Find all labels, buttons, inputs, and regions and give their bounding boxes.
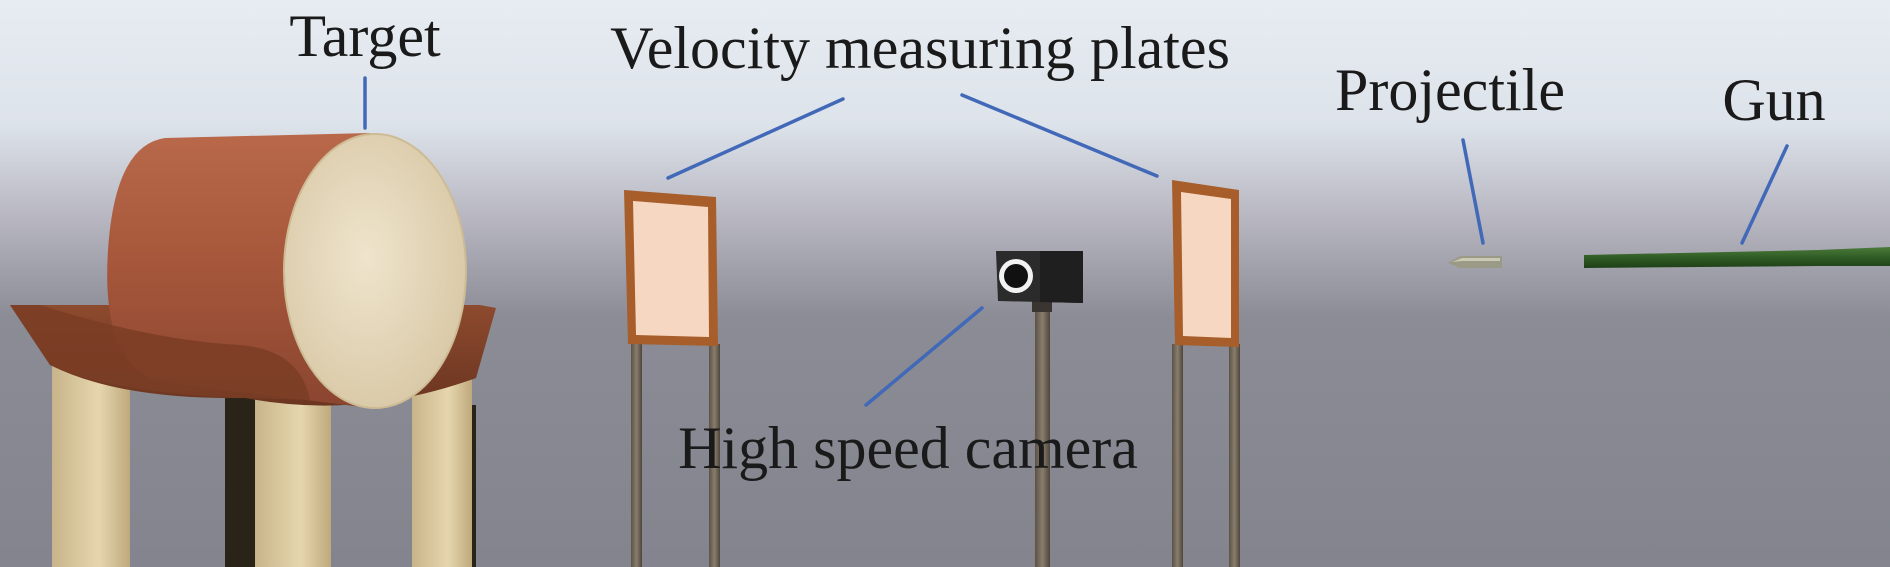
gun — [1584, 247, 1890, 268]
camera-label: High speed camera — [678, 415, 1138, 481]
velocity-plate-2 — [1172, 180, 1240, 567]
plate-1-leader-line — [666, 97, 845, 180]
camera-pole — [1035, 308, 1050, 567]
target-stand-leg — [412, 375, 472, 567]
velocity-plates-label: Velocity measuring plates — [610, 15, 1230, 81]
plate-pole — [631, 344, 642, 567]
gun-leader-line — [1740, 144, 1789, 245]
plate-pole — [1172, 344, 1183, 567]
plate-face — [633, 201, 709, 337]
camera-lens-inner — [1004, 264, 1028, 288]
plate-pole — [1229, 344, 1240, 567]
high-speed-camera — [996, 251, 1083, 567]
projectile-body-highlight — [1452, 258, 1500, 262]
target-stand-leg — [52, 360, 130, 567]
gun-label: Gun — [1722, 67, 1825, 133]
camera-body-side — [1040, 251, 1083, 303]
target-cradle-lip — [10, 305, 310, 400]
plate-face — [1181, 192, 1231, 338]
projectile — [1448, 256, 1502, 268]
projectile-leader-line — [1461, 138, 1485, 245]
gun-barrel — [1584, 247, 1890, 268]
target-assembly — [10, 133, 496, 567]
projectile-label: Projectile — [1335, 57, 1565, 123]
camera-leader-line — [864, 306, 984, 407]
plate-pole — [709, 344, 720, 567]
plate-2-leader-line — [960, 93, 1159, 178]
target-cylinder-face — [283, 133, 467, 409]
target-label: Target — [289, 3, 441, 69]
velocity-plate-1 — [624, 190, 720, 567]
leader-lines — [363, 76, 1789, 407]
